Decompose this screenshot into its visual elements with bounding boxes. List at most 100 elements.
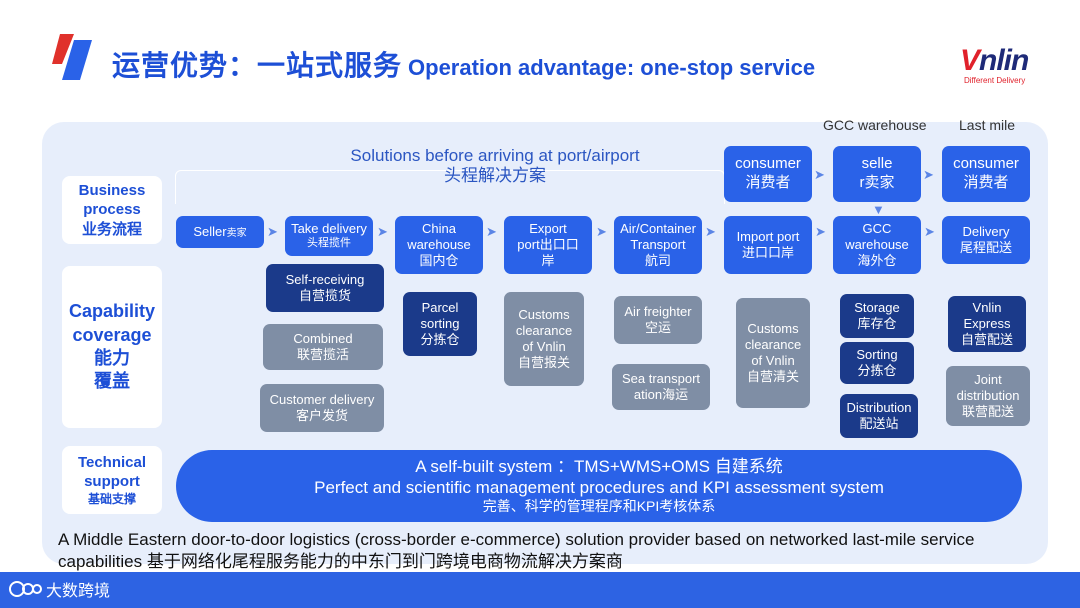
capability-parcel-sorting: Parcel sorting 分拣仓 <box>403 292 477 356</box>
process-step-gcc-warehouse: GCC warehouse 海外仓 <box>833 216 921 274</box>
box-text: port出口口 <box>517 236 579 252</box>
box-text: Vnlin <box>972 299 1002 315</box>
arrow-right-icon: ➤ <box>267 224 278 239</box>
capability-distribution: Distribution 配送站 <box>840 394 918 438</box>
sidebar-line: support <box>84 473 140 491</box>
box-text: distribution <box>956 387 1020 403</box>
process-step-delivery: Delivery 尾程配送 <box>942 216 1030 264</box>
capability-joint-distribution: Joint distribution 联营配送 <box>946 366 1030 426</box>
capability-sea-transport: Sea transport ation海运 <box>612 364 710 410</box>
box-text: 配送站 <box>859 416 899 431</box>
capability-combined: Combined 联营揽活 <box>263 324 383 370</box>
box-text: 航司 <box>644 253 671 269</box>
box-text: Parcel <box>421 299 459 315</box>
arrow-right-icon: ➤ <box>815 224 826 239</box>
box-text: Joint <box>974 371 1002 387</box>
box-text: 国内仓 <box>419 253 459 269</box>
box-text: Seller卖家 <box>193 224 246 241</box>
capability-customs-clearance-import: Customs clearance of Vnlin 自营清关 <box>736 298 810 408</box>
box-text: 客户发货 <box>295 408 348 423</box>
box-text: selle <box>861 155 893 173</box>
arrow-right-icon: ➤ <box>924 224 935 239</box>
box-text: 空运 <box>644 320 671 335</box>
box-text: 消费者 <box>963 174 1009 191</box>
box-text: 联营配送 <box>961 404 1014 420</box>
sidebar-line: Capability <box>68 301 156 322</box>
capability-self-receiving: Self-receiving 自营揽货 <box>266 264 384 312</box>
box-text: sorting <box>420 315 460 331</box>
tech-support-line: A self-built system ：TMS+WMS+OMS 自建系统 <box>415 457 783 477</box>
footer-logo-icon <box>9 581 42 597</box>
slide-logo-mark <box>52 34 92 80</box>
solutions-heading-cn: 头程解决方案 <box>444 166 546 185</box>
gcc-warehouse-label: GCC warehouse <box>823 117 927 133</box>
capability-sorting: Sorting 分拣仓 <box>840 342 914 384</box>
box-text: Take delivery <box>291 221 367 236</box>
sidebar-line: coverage <box>72 324 152 345</box>
process-step-take-delivery: Take delivery 头程揽件 <box>285 216 373 256</box>
box-text: 消费者 <box>745 174 791 191</box>
last-mile-label: Last mile <box>959 117 1016 133</box>
arrow-right-icon: ➤ <box>377 224 388 239</box>
box-text: 自营配送 <box>960 332 1013 348</box>
box-text: China <box>422 220 456 236</box>
sidebar-line: 基础支撑 <box>87 491 136 506</box>
box-text: Sorting <box>856 346 898 362</box>
process-step-china-warehouse: China warehouse 国内仓 <box>395 216 483 274</box>
box-text: Customs <box>518 306 570 322</box>
tech-support-line: 完善、科学的管理程序和KPI考核体系 <box>482 497 716 514</box>
description-text: A Middle Eastern door-to-door logistics … <box>58 530 975 571</box>
capability-vnlin-express: Vnlin Express 自营配送 <box>948 296 1026 352</box>
box-text: Combined <box>293 330 353 346</box>
page-title-cn: 运营优势：一站式服务 <box>112 50 403 81</box>
box-text: 联营揽活 <box>296 347 349 362</box>
sidebar-line: 覆盖 <box>94 371 130 392</box>
box-text: 自营揽货 <box>298 288 351 303</box>
process-step-export-port: Export port出口口 岸 <box>504 216 592 274</box>
box-text: Self-receiving <box>285 271 365 287</box>
sidebar-capability-coverage: Capability coverage 能力 覆盖 <box>62 266 162 428</box>
sidebar-line: process <box>83 201 141 219</box>
box-text: Express <box>963 315 1011 331</box>
arrow-down-icon: ▼ <box>872 202 885 217</box>
sidebar-line: Business <box>78 181 146 199</box>
footer-logo: 大数跨境 <box>8 574 110 604</box>
solutions-heading: Solutions before arriving at port/airpor… <box>175 146 815 186</box>
sidebar-line: 能力 <box>94 348 130 368</box>
sidebar-line: Technical <box>77 453 147 471</box>
box-text: 尾程配送 <box>959 240 1012 255</box>
sidebar-business-process: Business process 业务流程 <box>62 176 162 244</box>
brand-name: Vnlin <box>960 44 1029 77</box>
capability-customer-delivery: Customer delivery 客户发货 <box>260 384 384 432</box>
box-text: 头程揽件 <box>307 237 351 250</box>
box-text: Air/Container <box>620 220 696 236</box>
arrow-right-icon: ➤ <box>596 224 607 239</box>
capability-storage: Storage 库存仓 <box>840 294 914 338</box>
box-text: 海外仓 <box>857 253 897 269</box>
box-text: warehouse <box>407 236 471 252</box>
tech-support-line: Perfect and scientific management proced… <box>314 477 884 497</box>
sidebar-line: 业务流程 <box>81 220 142 238</box>
process-step-transport: Air/Container Transport 航司 <box>614 216 702 274</box>
box-text: Storage <box>854 299 900 315</box>
arrow-right-icon: ➤ <box>814 167 825 182</box>
box-text: 库存仓 <box>857 316 897 331</box>
box-text: 卖家 <box>226 227 247 239</box>
box-text: Delivery <box>962 223 1010 239</box>
capability-air-freighter: Air freighter 空运 <box>614 296 702 344</box>
box-text: 岸 <box>541 253 555 269</box>
arrow-right-icon: ➤ <box>486 224 497 239</box>
box-text: Customer delivery <box>269 391 375 407</box>
footer-logo-text: 大数跨境 <box>46 583 111 600</box>
tech-support-bar: A self-built system ：TMS+WMS+OMS 自建系统 Pe… <box>176 450 1022 522</box>
box-text: Transport <box>630 236 686 252</box>
box-text: of Vnlin <box>751 353 795 368</box>
box-text: clearance <box>744 336 802 352</box>
box-text: Air freighter <box>624 303 692 319</box>
process-step-import-port: Import port 进口口岸 <box>724 216 812 274</box>
box-text: Sea transport <box>621 370 701 386</box>
box-text: of Vnlin <box>522 339 566 354</box>
box-text: ation海运 <box>633 387 689 402</box>
consumer-box-last-mile: consumer 消费者 <box>942 146 1030 202</box>
